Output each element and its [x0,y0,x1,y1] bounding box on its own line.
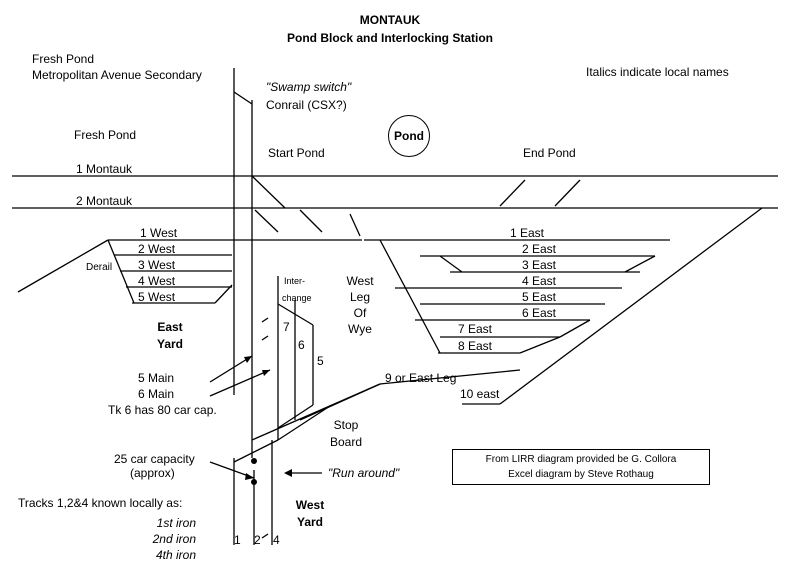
west-yard-label-2: Yard [296,515,323,529]
fresh-pond-top-label: Fresh Pond [32,52,95,66]
east-leg-label: 9 or East Leg [385,371,457,385]
interchange-label-1: Inter- [284,276,306,286]
montauk-2-label: 2 Montauk [76,194,133,208]
credit-line-1: From LIRR diagram provided be G. Collora [485,454,677,465]
west-leg-of-wye [379,239,441,354]
main-6-label: 6 Main [138,387,175,401]
track-4-label: 4 [273,533,280,547]
interchange-lead-top [277,303,314,326]
east-ladder-7 [559,319,591,338]
track-6-label: 6 [298,338,305,352]
start-pond-connector [251,175,286,209]
derail-label: Derail [86,262,113,273]
crossover-3 [349,213,361,237]
east-yard-label-1: East [157,320,183,334]
west-leg-label-4: Wye [348,322,372,336]
diagram-title: MONTAUK [359,13,421,27]
run-around-label: "Run around" [328,466,400,480]
derail-lead [17,239,109,293]
end-pond-label: End Pond [523,146,576,160]
switch-dot-1 [251,458,257,464]
stop-board-label-2: Board [329,435,363,449]
track-2-label: 2 [254,533,261,547]
crossover-4 [499,179,526,207]
interchange-lead-bottom [277,404,314,429]
east-track-label: 1 East [510,226,545,240]
east-ladder-6 [624,255,656,273]
iron-2-label: 2nd iron [152,532,196,546]
track-7-label: 7 [283,320,290,334]
crossover-1 [254,209,279,233]
arrow-run-around-head [284,469,292,477]
west-leg-label-1: West [346,274,374,288]
west-leg-label-2: Leg [349,290,371,304]
east-yard-label-2: Yard [156,337,183,351]
stop-board-connector [251,383,381,441]
swamp-switch [233,91,253,105]
montauk-1-label: 1 Montauk [76,162,133,176]
east-track-label: 7 East [458,322,493,336]
credit-line-2: Excel diagram by Steve Rothaug [508,469,654,480]
start-pond-label: Start Pond [268,146,325,160]
switch-dot-2 [251,479,257,485]
track-1-label: 1 [234,533,241,547]
switch-tick-3 [261,533,269,539]
interchange-label-2: change [282,293,312,303]
track-5-label: 5 [317,354,324,368]
stop-board-label-1: Stop [333,418,359,432]
west-ladder [107,239,135,304]
west-track-label: 3 West [138,258,176,272]
credits-box: From LIRR diagram provided be G. Collora… [452,449,710,485]
east-track-label: 6 East [522,306,557,320]
west-track-label: 4 West [138,274,176,288]
capacity-25-label-1: 25 car capacity [114,452,195,466]
west-ladder-east-1 [214,284,233,304]
west-leg-label-3: Of [353,306,367,320]
east-track-label: 3 East [522,258,557,272]
west-track-label: 1 West [140,226,178,240]
iron-4-label: 4th iron [155,548,196,562]
switch-tick-2 [261,335,269,341]
swamp-switch-label: "Swamp switch" [266,80,352,94]
interchange-lead-bottom-2 [277,405,331,441]
conrail-label: Conrail (CSX?) [266,98,347,112]
arrow-5-main [209,355,253,383]
west-yard-lead [233,439,279,463]
east-track-label: 8 East [458,339,493,353]
pond-label: Pond [394,129,424,143]
arrow-5-main-head [244,356,252,363]
arrow-25-car-head [245,473,254,480]
metropolitan-label: Metropolitan Avenue Secondary [32,68,202,82]
east-leg-track-2 [379,369,521,385]
switch-tick-1 [261,317,269,323]
main-5-label: 5 Main [138,371,175,385]
east-track-label: 2 East [522,242,557,256]
crossover-5 [554,179,581,207]
west-track-label: 5 West [138,290,176,304]
east-10-label: 10 east [460,387,500,401]
east-ladder-outer [499,207,763,405]
east-track-label: 5 East [522,290,557,304]
legend-note: Italics indicate local names [586,65,729,79]
known-locally-label: Tracks 1,2&4 known locally as: [18,496,183,510]
east-ladder-3 [439,255,463,273]
east-ladder-8 [519,336,561,354]
west-track-label: 2 West [138,242,176,256]
arrow-6-main-head [262,370,270,376]
capacity-25-label-2: (approx) [130,466,175,480]
diagram-subtitle: Pond Block and Interlocking Station [286,31,493,45]
fresh-pond-label: Fresh Pond [74,128,137,142]
pond-circle [388,115,430,157]
arrow-6-main [209,369,271,397]
tk6-capacity-label: Tk 6 has 80 car cap. [108,403,217,417]
west-yard-label-1: West [295,498,325,512]
east-track-label: 4 East [522,274,557,288]
crossover-2 [299,209,323,233]
iron-1-label: 1st iron [156,516,196,530]
